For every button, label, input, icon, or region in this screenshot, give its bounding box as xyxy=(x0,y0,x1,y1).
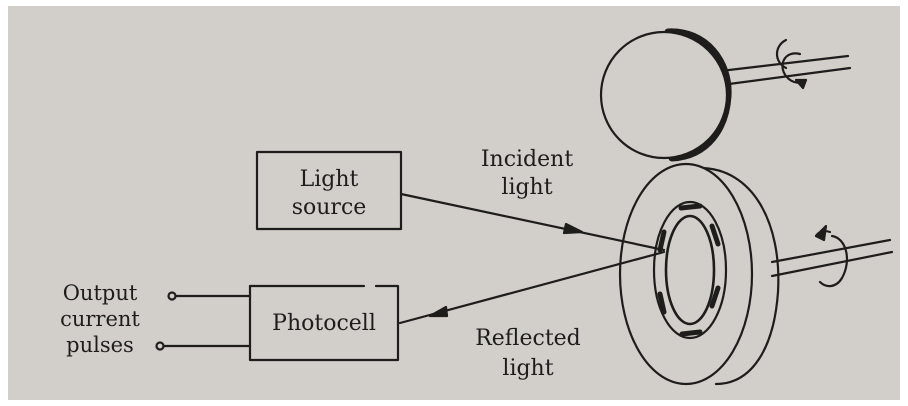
output-label-line1: Output xyxy=(63,281,138,305)
incident-light-label-line1: Incident xyxy=(481,147,573,172)
reflected-light-label-line1: Reflected xyxy=(475,326,581,351)
upper-rotation-arrow-icon xyxy=(775,38,808,90)
output-label-line3: pulses xyxy=(66,333,134,357)
incident-light-label-line2: light xyxy=(501,175,552,200)
lower-rotation-arrow-icon xyxy=(814,224,849,288)
incident-light-ray xyxy=(399,192,666,252)
photocell-box xyxy=(248,284,400,362)
output-label-line2: current xyxy=(60,307,140,331)
light-source-label-line1: Light xyxy=(300,167,359,192)
light-source-box xyxy=(255,150,403,231)
lower-disk xyxy=(618,162,894,386)
upper-roller xyxy=(599,28,852,162)
paper-background xyxy=(8,6,900,400)
output-terminals xyxy=(155,291,252,351)
light-source-label-line2: source xyxy=(292,195,367,220)
photocell-label: Photocell xyxy=(272,311,376,336)
reflected-light-label-line2: light xyxy=(502,356,553,381)
reflected-light-ray xyxy=(398,250,666,325)
